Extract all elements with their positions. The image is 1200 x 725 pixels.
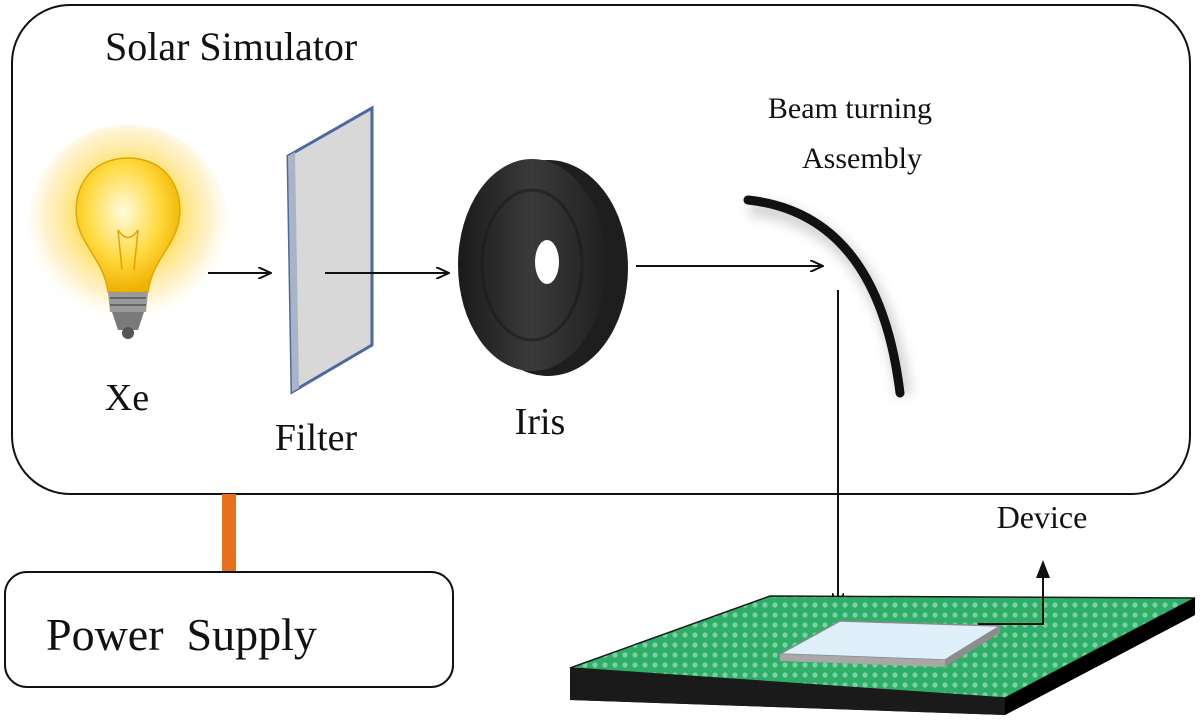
iris-disc-icon — [458, 159, 628, 376]
power-supply-label: Power Supply — [46, 609, 317, 660]
power-supply-box — [4, 571, 454, 688]
beam-turning-label: Beam turning — [768, 92, 932, 125]
iris-label: Iris — [515, 401, 566, 443]
device-cell — [777, 620, 1003, 667]
power-cable — [222, 494, 236, 572]
filter-label: Filter — [275, 417, 358, 459]
filter-plate-icon — [286, 105, 374, 395]
solar-simulator-box — [11, 4, 1191, 495]
device-label: Device — [997, 499, 1088, 535]
device-pointer-arrow — [978, 560, 1050, 625]
simulator-title: Solar Simulator — [105, 24, 357, 69]
light-bulb-icon — [28, 125, 228, 339]
assembly-label: Assembly — [802, 142, 922, 175]
curved-mirror-icon — [743, 195, 911, 398]
lamp-label: Xe — [105, 377, 149, 419]
